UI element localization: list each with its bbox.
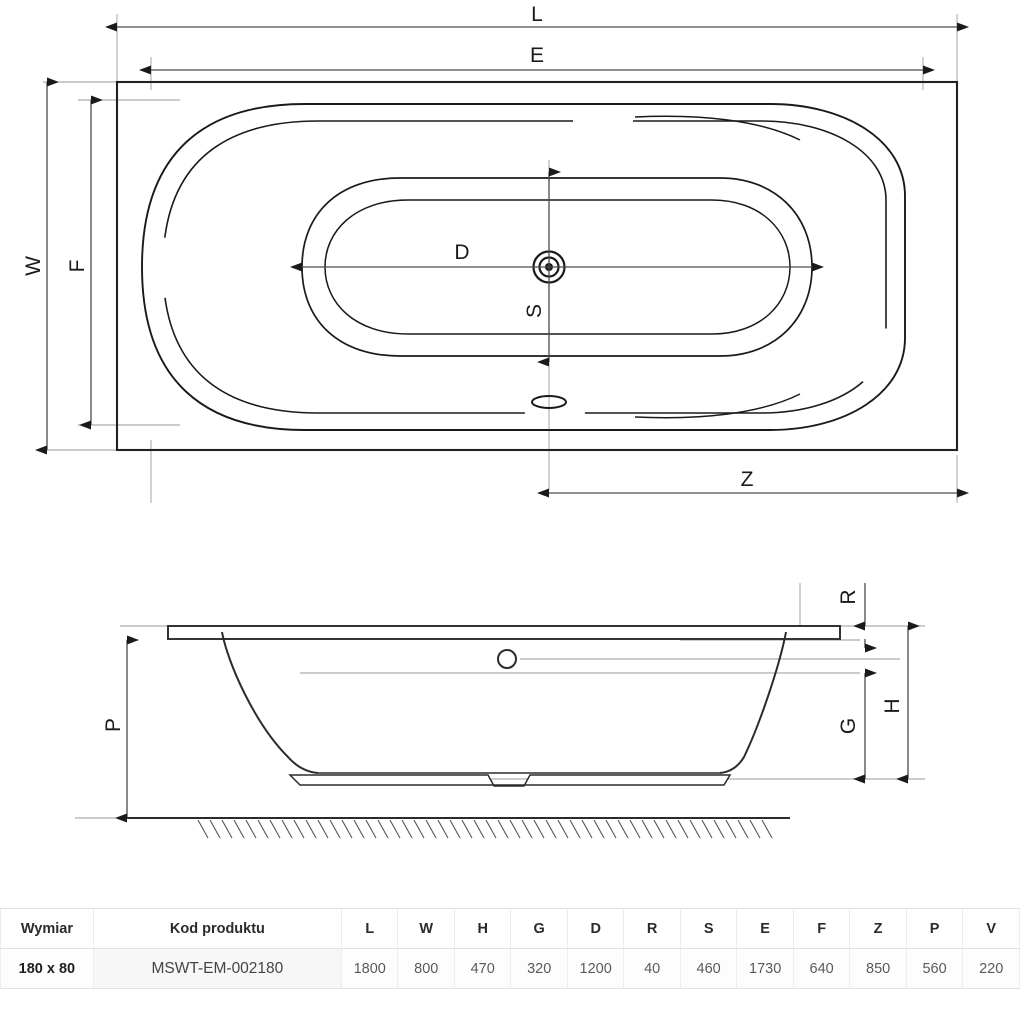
cell-G: 320 bbox=[510, 948, 568, 989]
cell-wymiar: 180 x 80 bbox=[0, 948, 94, 989]
cell-kod-produktu: MSWT-EM-002180 bbox=[92, 948, 343, 989]
dimension-label-H: H bbox=[881, 698, 904, 713]
cell-S: 460 bbox=[679, 948, 738, 989]
dimension-F: F bbox=[66, 95, 103, 430]
table-separator bbox=[0, 896, 1020, 897]
dimension-label-G: G bbox=[837, 718, 860, 734]
bathtub-technical-drawing: L E W F D bbox=[22, 3, 969, 839]
section-bottom-plinth bbox=[288, 774, 732, 787]
th-V: V bbox=[962, 908, 1020, 949]
dimension-label-F: F bbox=[66, 260, 89, 273]
dimension-H: H bbox=[881, 621, 920, 784]
th-G: G bbox=[510, 908, 568, 949]
th-R: R bbox=[623, 908, 681, 949]
th-F: F bbox=[792, 908, 851, 949]
dimension-E: E bbox=[139, 44, 935, 75]
dimension-P: P bbox=[102, 635, 139, 823]
dimension-label-E: E bbox=[530, 44, 544, 67]
headrest-stroke-top bbox=[634, 115, 801, 141]
cell-V: 220 bbox=[962, 948, 1020, 989]
th-P: P bbox=[905, 908, 964, 949]
section-right-wall bbox=[719, 631, 787, 774]
cell-W: 800 bbox=[397, 948, 455, 989]
specification-table-wrap: Wymiar Kod produktu L W H G D R S E F Z … bbox=[0, 908, 1020, 989]
overflow-ellipse bbox=[531, 395, 567, 409]
plan-view-group: L E W F D bbox=[22, 3, 969, 503]
dimension-label-R: R bbox=[837, 589, 860, 604]
dimension-label-W: W bbox=[22, 256, 45, 276]
th-H: H bbox=[453, 908, 512, 949]
cell-R: 40 bbox=[623, 948, 681, 989]
headrest-stroke-bottom bbox=[634, 393, 801, 419]
cell-F: 640 bbox=[792, 948, 851, 989]
dimension-label-D: D bbox=[454, 241, 469, 264]
section-view-group: P R G H bbox=[75, 583, 925, 839]
section-extension-lines bbox=[75, 583, 925, 819]
cell-L: 1800 bbox=[340, 948, 399, 989]
ground-hatching bbox=[197, 819, 773, 839]
th-kod-produktu: Kod produktu bbox=[92, 908, 343, 949]
th-D: D bbox=[566, 908, 625, 949]
dimension-Z: Z bbox=[537, 468, 969, 498]
th-L: L bbox=[340, 908, 399, 949]
section-overflow-circle bbox=[497, 649, 517, 669]
dimension-W: W bbox=[22, 77, 59, 455]
cell-E: 1730 bbox=[736, 948, 794, 989]
cell-D: 1200 bbox=[566, 948, 625, 989]
th-Z: Z bbox=[849, 908, 907, 949]
dimension-R: R bbox=[837, 583, 877, 653]
specification-table: Wymiar Kod produktu L W H G D R S E F Z … bbox=[0, 908, 1020, 989]
tub-outer-rectangle bbox=[115, 80, 959, 452]
table-row: 180 x 80 MSWT-EM-002180 1800 800 470 320… bbox=[0, 948, 1020, 989]
th-W: W bbox=[397, 908, 455, 949]
dimension-label-Z: Z bbox=[741, 468, 754, 491]
th-S: S bbox=[679, 908, 738, 949]
dimension-L: L bbox=[105, 3, 969, 32]
table-header-row: Wymiar Kod produktu L W H G D R S E F Z … bbox=[0, 908, 1020, 949]
th-wymiar: Wymiar bbox=[0, 908, 94, 949]
tub-basin-outline bbox=[301, 177, 813, 357]
cell-P: 560 bbox=[905, 948, 964, 989]
section-rim-flange bbox=[167, 625, 841, 640]
dimension-G: G bbox=[837, 668, 877, 784]
tub-rim-inner-offset bbox=[162, 120, 887, 414]
tub-rim-outline bbox=[141, 103, 906, 431]
dimension-label-P: P bbox=[102, 718, 125, 732]
dimension-label-L: L bbox=[531, 3, 543, 26]
tub-basin-inner-line bbox=[324, 199, 791, 335]
cell-H: 470 bbox=[453, 948, 512, 989]
section-left-wall bbox=[221, 631, 319, 774]
cell-Z: 850 bbox=[849, 948, 907, 989]
dimension-label-S: S bbox=[523, 304, 546, 318]
dimension-S: S bbox=[523, 167, 561, 367]
th-E: E bbox=[736, 908, 794, 949]
